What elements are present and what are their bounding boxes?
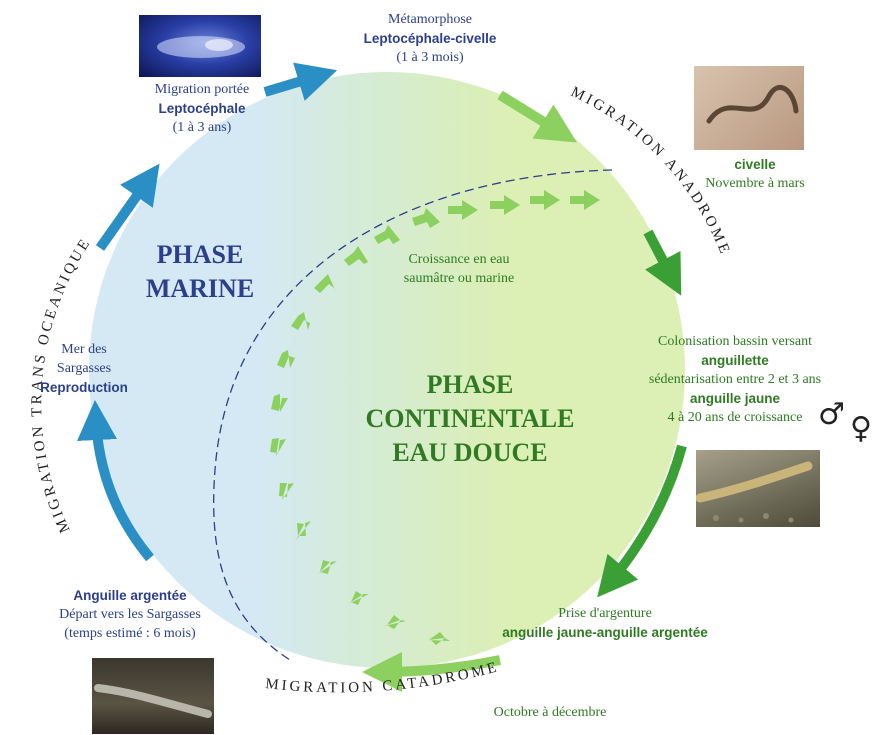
anguille-jaune-name: anguille jaune: [689, 391, 781, 406]
yellow-eel-shape: [696, 461, 813, 523]
anguillette-name: anguillette: [701, 353, 769, 368]
croissance-label: Croissance en eau saumâtre ou marine: [375, 250, 543, 288]
croissance-line2: saumâtre ou marine: [403, 271, 515, 286]
sargasses-name: Reproduction: [40, 380, 128, 395]
leptocephale-name: Leptocéphale: [158, 101, 246, 116]
civelle-period: Novembre à mars: [705, 176, 805, 191]
leptocephalus-larva-photo: [139, 15, 261, 77]
chevron: [279, 483, 294, 500]
leptocephale-line1: Migration portée: [154, 82, 250, 97]
phase-continental-title: PHASE CONTINENTALE EAU DOUCE: [345, 368, 595, 470]
blue-arrow-upper-left: [95, 163, 160, 251]
chevron: [271, 394, 288, 412]
chevron: [374, 225, 400, 244]
phase-continental-line: CONTINENTALE: [365, 404, 575, 433]
leptocephalus-larva-shape: [157, 36, 245, 58]
continental-arrows: [362, 90, 687, 692]
chevron: [448, 200, 478, 220]
phase-marine-line: MARINE: [145, 274, 255, 303]
argenture-label: Prise d'argenture anguille jaune-anguill…: [470, 604, 740, 642]
sargasses-line2: Sargasses: [56, 361, 112, 376]
anguille-argentee-line1: Départ vers les Sargasses: [59, 607, 201, 622]
leptocephale-duration: (1 à 3 ans): [172, 120, 232, 135]
chevron: [318, 560, 337, 574]
sargasses-label: Mer des Sargasses Reproduction: [28, 340, 140, 397]
blue-arrow-lower-left: [77, 400, 154, 562]
civelle-name: civelle: [734, 157, 776, 172]
metamorphose-duration: (1 à 3 mois): [396, 50, 464, 65]
chevron: [296, 521, 311, 540]
green-arrow-north-east: [497, 90, 578, 143]
croissance-line1: Croissance en eau: [408, 252, 510, 267]
yellow-eel-photo: [696, 450, 820, 527]
metamorphose-label: Métamorphose Leptocéphale-civelle (1 à 3…: [345, 10, 515, 67]
phase-separator-line: [213, 169, 613, 661]
metamorphose-name: Leptocéphale-civelle: [363, 31, 497, 46]
colonisation-label: Colonisation bassin versant anguillette …: [600, 332, 870, 427]
phase-continental-line: EAU DOUCE: [392, 438, 548, 467]
green-arrow-south: [362, 651, 501, 692]
phase-marine-line: PHASE: [156, 240, 244, 269]
argenture-name: anguille jaune-anguille argentée: [502, 625, 708, 640]
silver-eel-shape: [94, 684, 212, 718]
chevron: [314, 274, 336, 293]
argenture-period: Octobre à décembre: [493, 705, 607, 720]
blue-arrow-north: [263, 62, 338, 101]
colonisation-line2: sédentarisation entre 2 et 3 ans: [648, 372, 822, 387]
leptocephale-label: Migration portée Leptocéphale (1 à 3 ans…: [128, 80, 276, 137]
chevron: [428, 632, 450, 645]
growth-arrows: [270, 190, 600, 645]
phase-marine-title: PHASE MARINE: [110, 238, 290, 306]
anguille-argentee-label: Anguille argentée Départ vers les Sargas…: [20, 586, 240, 643]
green-arrow-east: [643, 229, 682, 296]
anguille-argentee-name: Anguille argentée: [73, 588, 187, 603]
glass-eel-shape: [706, 85, 799, 124]
anguille-argentee-line2: (temps estimé : 6 mois): [64, 626, 196, 641]
green-arrow-south-east: [597, 444, 687, 598]
glass-eel-photo: [694, 66, 804, 150]
female-symbol: ♀: [850, 411, 872, 446]
chevron: [348, 591, 369, 605]
metamorphose-line1: Métamorphose: [388, 12, 472, 27]
chevron: [291, 312, 310, 330]
marine-arrows: [77, 62, 338, 562]
argenture-line1: Prise d'argenture: [558, 606, 652, 621]
civelle-label: civelle Novembre à mars: [680, 155, 830, 193]
sargasses-line1: Mer des: [61, 342, 107, 357]
chevron: [384, 615, 406, 629]
colonisation-line3: 4 à 20 ans de croissance: [667, 410, 803, 425]
colonisation-line1: Colonisation bassin versant: [658, 334, 812, 349]
chevron: [277, 350, 295, 368]
chevron: [490, 195, 520, 215]
chevron: [412, 208, 440, 228]
chevron: [270, 438, 286, 456]
male-symbol: ♂: [818, 397, 845, 432]
silver-eel-photo: [92, 658, 214, 734]
life-cycle-disc: [89, 72, 685, 668]
chevron: [530, 190, 560, 210]
phase-continental-line: PHASE: [426, 370, 514, 399]
chevron: [344, 246, 368, 266]
chevron: [570, 190, 600, 210]
